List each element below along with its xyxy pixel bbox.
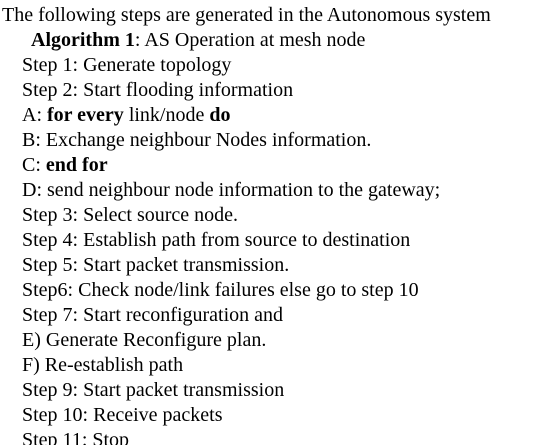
step-c: C: end for bbox=[22, 153, 108, 178]
keyword-for-every: for every bbox=[47, 104, 124, 126]
step-a-text: link/node bbox=[123, 104, 210, 126]
step-7: Step 7: Start reconfiguration and bbox=[22, 304, 284, 326]
step-e: E) Generate Reconfigure plan. bbox=[22, 329, 267, 351]
step-1: Step 1: Generate topology bbox=[22, 54, 232, 76]
step-a: A: for every link/node do bbox=[22, 103, 230, 128]
algorithm-heading: Algorithm 1: AS Operation at mesh node bbox=[31, 28, 365, 53]
step-9: Step 9: Start packet transmission bbox=[22, 379, 285, 401]
step-c-prefix: C: bbox=[22, 154, 46, 176]
step-3: Step 3: Select source node. bbox=[22, 204, 239, 226]
keyword-do: do bbox=[209, 104, 231, 126]
step-10: Step 10: Receive packets bbox=[22, 404, 223, 426]
step-11: Step 11: Stop bbox=[22, 429, 130, 445]
step-b: B: Exchange neighbour Nodes information. bbox=[22, 129, 372, 151]
intro-text: The following steps are generated in the… bbox=[2, 4, 491, 26]
step-2: Step 2: Start flooding information bbox=[22, 79, 294, 101]
keyword-end-for: end for bbox=[45, 154, 108, 176]
step-a-prefix: A: bbox=[22, 104, 47, 126]
step-d: D: send neighbour node information to th… bbox=[22, 179, 441, 201]
step-f: F) Re-establish path bbox=[22, 354, 184, 376]
step-4: Step 4: Establish path from source to de… bbox=[22, 229, 411, 251]
step-5: Step 5: Start packet transmission. bbox=[22, 254, 290, 276]
algorithm-title: : AS Operation at mesh node bbox=[134, 29, 366, 51]
algorithm-label: Algorithm 1 bbox=[31, 29, 135, 51]
step-6: Step6: Check node/link failures else go … bbox=[22, 279, 419, 301]
